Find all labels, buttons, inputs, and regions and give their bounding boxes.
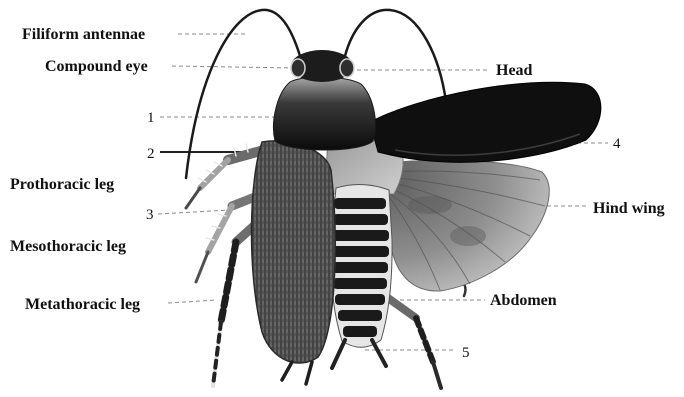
left-forewing xyxy=(251,141,335,363)
forewing-tip-feet xyxy=(282,362,312,384)
abdomen-drawing xyxy=(331,184,392,368)
label-head: Head xyxy=(496,62,533,79)
leader-line-3 xyxy=(158,210,230,214)
metathoracic-leg-drawing xyxy=(213,224,256,386)
label-hind-wing: Hind wing xyxy=(593,200,665,217)
label-marker-5: 5 xyxy=(462,345,470,361)
label-abdomen: Abdomen xyxy=(490,292,557,309)
compound-eye-right xyxy=(340,59,354,77)
label-marker-3: 3 xyxy=(146,207,154,223)
leader-line-metathoracic-leg xyxy=(168,300,216,303)
label-mesothoracic-leg: Mesothoracic leg xyxy=(10,238,126,255)
right-forewing xyxy=(370,82,601,162)
leader-line-compound-eye xyxy=(172,66,296,68)
label-compound-eye: Compound eye xyxy=(45,58,148,75)
right-hind-leg-drawing xyxy=(388,298,441,388)
label-filiform-antennae: Filiform antennae xyxy=(22,26,145,43)
label-prothoracic-leg: Prothoracic leg xyxy=(10,176,114,193)
pronotum xyxy=(273,77,375,150)
label-marker-2: 2 xyxy=(147,146,155,162)
compound-eye-left xyxy=(291,59,305,77)
label-marker-4: 4 xyxy=(613,136,621,152)
label-marker-1: 1 xyxy=(147,110,155,126)
label-metathoracic-leg: Metathoracic leg xyxy=(25,296,140,313)
